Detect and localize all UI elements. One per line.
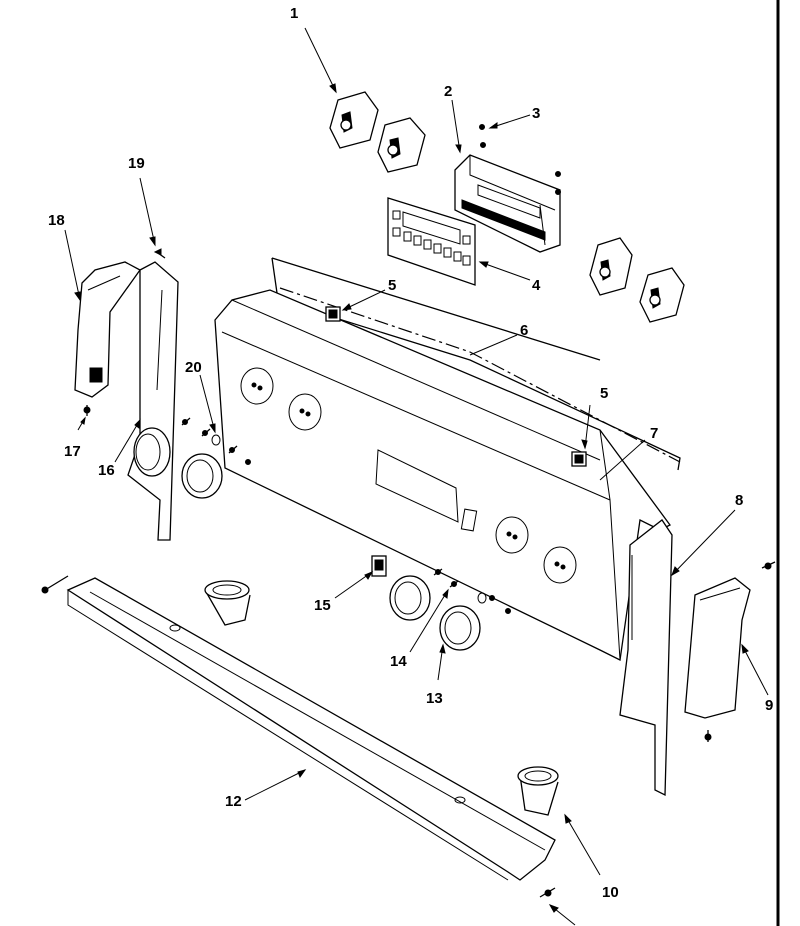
callout-17: 17 [64, 443, 81, 460]
screw-3a [479, 124, 485, 130]
control-panel [214, 289, 671, 661]
callout-7: 7 [650, 425, 658, 442]
infinite-switch-right-2 [639, 267, 685, 323]
callout-13: 13 [426, 690, 443, 707]
left-end-cap [74, 261, 141, 398]
infinite-switch-top-2 [377, 117, 426, 173]
callout-12: 12 [225, 793, 242, 810]
callout-1: 1 [290, 5, 298, 22]
control-knob-13 [439, 605, 481, 651]
callout-15: 15 [314, 597, 331, 614]
left-end-bracket [127, 261, 179, 541]
screw-17 [83, 405, 91, 416]
callout-labels: 1 2 3 4 5 5 6 7 8 9 10 12 13 14 15 16 17… [48, 5, 773, 901]
right-end-bracket [619, 519, 673, 797]
right-end-cap [684, 577, 751, 719]
infinite-switch-right-1 [589, 237, 633, 296]
callout-8: 8 [735, 492, 743, 509]
callout-9: 9 [765, 697, 773, 714]
control-knob-left-2 [181, 453, 223, 499]
control-knob-16 [133, 427, 171, 477]
callout-5b: 5 [600, 385, 608, 402]
callout-16: 16 [98, 462, 115, 479]
lamp-cup-right [517, 766, 559, 816]
callout-18: 18 [48, 212, 65, 229]
keypad-overlay [387, 197, 476, 286]
bottom-trim [66, 577, 556, 881]
display-window [375, 449, 459, 523]
back-panel [271, 257, 681, 471]
callout-2: 2 [444, 83, 452, 100]
leader-lines [64, 27, 769, 926]
callout-3: 3 [532, 105, 540, 122]
callout-20: 20 [185, 359, 202, 376]
screw-19 [153, 248, 166, 259]
callout-19: 19 [128, 155, 145, 172]
electronic-control-module [454, 154, 561, 253]
knob-hole-1 [240, 367, 274, 405]
callout-14: 14 [390, 653, 407, 670]
callout-5a: 5 [388, 277, 396, 294]
callout-4: 4 [532, 277, 541, 294]
callout-6: 6 [520, 322, 528, 339]
callout-10: 10 [602, 884, 619, 901]
lamp-cup-left [204, 580, 251, 626]
infinite-switch-top-1 [329, 91, 379, 149]
control-knob-14 [389, 575, 431, 621]
